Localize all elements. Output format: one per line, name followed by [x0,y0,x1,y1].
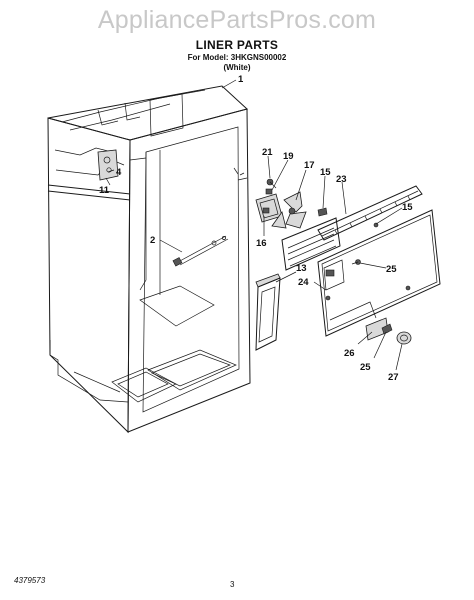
diagram-title: LINER PARTS [195,38,279,52]
callout-2: 2 [150,235,155,246]
callout-labels: 1 2 4 11 13 15 15 16 17 19 21 23 24 25 2… [99,74,413,383]
callout-15-right: 15 [402,202,413,213]
air-duct-grille [281,217,341,271]
callout-23: 23 [336,174,347,185]
callout-4: 4 [116,167,122,178]
part-24-evaporator-cover [317,209,441,337]
page-number: 3 [230,580,235,589]
callout-11: 11 [99,185,110,196]
callout-21: 21 [262,147,273,158]
model-color: (White) [223,63,251,72]
callout-16: 16 [256,238,267,249]
document-number: 4379573 [14,576,46,585]
callout-27: 27 [388,372,399,383]
callout-24: 24 [298,277,309,288]
model-number: For Model: 3HKGNS00002 [187,53,287,62]
liner-cabinet [47,85,251,434]
callout-17: 17 [304,160,315,171]
callout-13: 13 [296,263,307,274]
fan-motor-assembly [255,178,328,229]
callout-1: 1 [238,74,244,85]
leader-lines [105,79,403,371]
part-23-cover-rail [317,185,423,241]
callout-26: 26 [344,348,355,359]
part-13-drain-bracket [255,273,281,351]
callout-15-top: 15 [320,167,331,178]
site-watermark: AppliancePartsPros.com [97,6,377,34]
part-2-light-wire [172,235,229,267]
callout-25-right: 25 [386,264,397,275]
callout-19: 19 [283,151,294,162]
part-26-27-bottom-parts [365,317,412,345]
callout-25-bottom: 25 [360,362,371,373]
